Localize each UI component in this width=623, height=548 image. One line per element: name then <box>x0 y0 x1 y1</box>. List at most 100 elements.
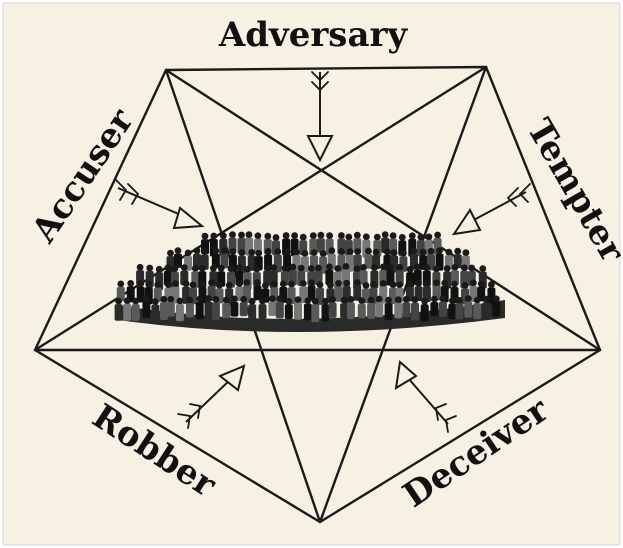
person-body <box>160 302 168 320</box>
person-head <box>382 231 389 238</box>
person-head <box>317 281 324 288</box>
person-head <box>199 281 206 288</box>
person-head <box>320 250 327 257</box>
person-head <box>423 264 430 271</box>
person-head <box>248 249 255 256</box>
person-head <box>370 281 377 288</box>
person-head <box>308 279 315 286</box>
person-body <box>268 302 276 316</box>
person-head <box>343 263 350 270</box>
person-head <box>338 248 345 255</box>
person-head <box>196 296 203 303</box>
person-head <box>363 233 370 240</box>
person-head <box>305 297 312 304</box>
person-head <box>156 266 163 273</box>
person-head <box>431 296 438 303</box>
person-head <box>400 250 407 257</box>
person-head <box>407 280 414 287</box>
person-head <box>262 282 269 289</box>
person-head <box>145 281 152 288</box>
person-body <box>385 303 393 320</box>
person-head <box>255 232 262 239</box>
person-head <box>436 247 443 254</box>
person-head <box>329 296 336 303</box>
person-head <box>259 298 266 305</box>
person-head <box>326 232 333 239</box>
person-head <box>390 281 397 288</box>
person-head <box>441 280 448 287</box>
person-head <box>298 265 305 272</box>
person-body <box>123 304 131 321</box>
person-head <box>468 265 475 272</box>
person-head <box>264 264 271 271</box>
person-body <box>240 302 248 316</box>
person-head <box>230 248 237 255</box>
person-head <box>192 265 199 272</box>
person-head <box>341 297 348 304</box>
person-body <box>132 304 140 321</box>
person-head <box>368 297 375 304</box>
person-head <box>395 296 402 303</box>
person-head <box>300 280 307 287</box>
person-head <box>358 297 365 304</box>
person-body <box>115 304 123 321</box>
person-head <box>493 296 500 303</box>
person-head <box>391 249 398 256</box>
person-head <box>347 248 354 255</box>
person-body <box>402 302 410 317</box>
person-body <box>411 303 419 321</box>
person-head <box>228 265 235 272</box>
person-head <box>396 264 403 271</box>
person-body <box>367 303 375 319</box>
person-head <box>175 247 182 254</box>
person-body <box>222 303 230 318</box>
person-head <box>380 264 387 271</box>
person-head <box>399 234 406 241</box>
person-head <box>300 234 307 241</box>
person-body <box>285 304 293 319</box>
person-head <box>385 297 392 304</box>
person-head <box>403 296 410 303</box>
person-head <box>488 281 495 288</box>
person-head <box>216 282 223 289</box>
person-body <box>294 303 302 320</box>
person-head <box>210 265 217 272</box>
person-body <box>430 302 438 316</box>
person-head <box>221 247 228 254</box>
person-head <box>172 265 179 272</box>
person-head <box>451 281 458 288</box>
person-head <box>254 279 261 286</box>
person-head <box>334 265 341 272</box>
person-head <box>244 279 251 286</box>
person-head <box>421 298 428 305</box>
person-head <box>415 280 422 287</box>
person-body <box>304 304 312 321</box>
person-head <box>407 266 414 273</box>
person-head <box>384 249 391 256</box>
person-head <box>154 281 161 288</box>
person-body <box>205 302 213 319</box>
person-head <box>479 265 486 272</box>
person-head <box>187 297 194 304</box>
person-head <box>236 280 243 287</box>
person-head <box>380 280 387 287</box>
person-head <box>190 282 197 289</box>
person-head <box>343 280 350 287</box>
person-head <box>433 266 440 273</box>
person-head <box>365 248 372 255</box>
person-head <box>194 247 201 254</box>
person-body <box>196 302 204 319</box>
person-head <box>124 297 131 304</box>
person-head <box>265 248 272 255</box>
person-head <box>470 280 477 287</box>
person-body <box>212 302 220 320</box>
person-head <box>426 234 433 241</box>
person-head <box>264 233 271 240</box>
person-head <box>474 297 481 304</box>
person-head <box>181 264 188 271</box>
person-head <box>185 250 192 257</box>
person-head <box>288 281 295 288</box>
person-head <box>312 298 319 305</box>
person-body <box>375 302 383 317</box>
person-head <box>354 265 361 272</box>
